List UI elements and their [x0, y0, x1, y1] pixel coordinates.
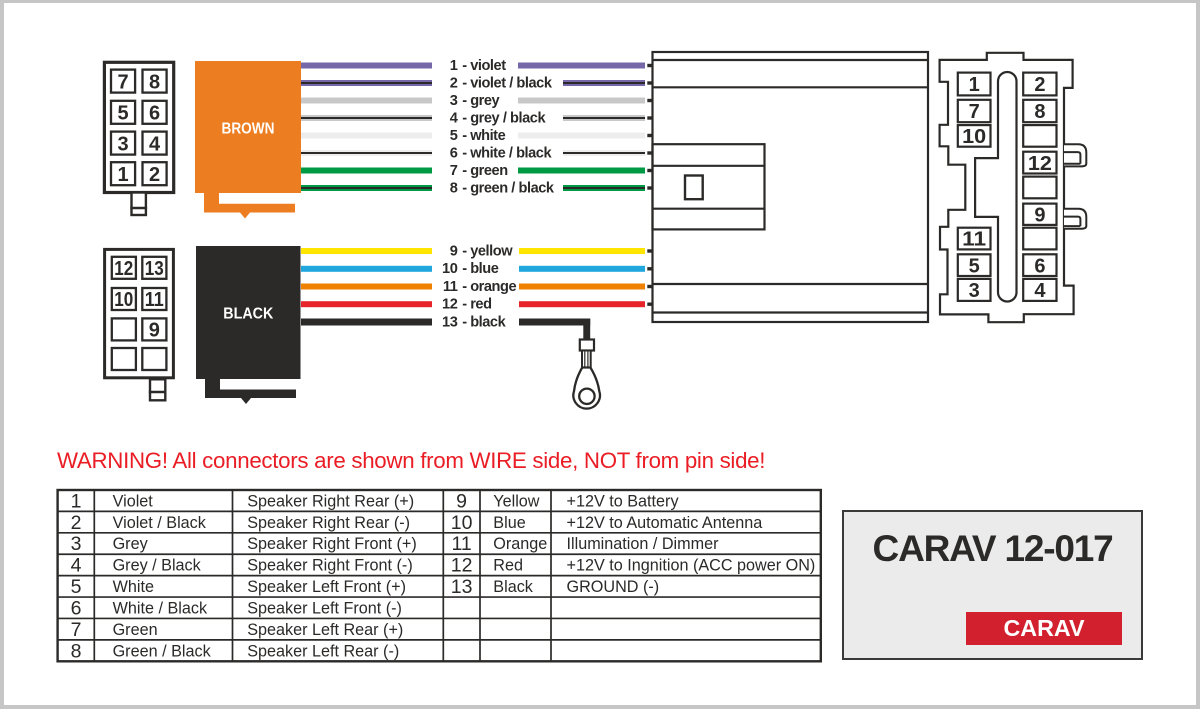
- svg-text:8: 8: [149, 71, 160, 93]
- svg-text:1: 1: [117, 164, 128, 186]
- svg-text:- violet / black: - violet / black: [462, 75, 553, 91]
- svg-text:Orange: Orange: [493, 535, 547, 553]
- svg-text:Speaker Right Rear (-): Speaker Right Rear (-): [247, 514, 410, 532]
- svg-text:Grey: Grey: [113, 535, 149, 553]
- svg-text:1: 1: [969, 74, 980, 96]
- svg-text:11: 11: [443, 279, 458, 295]
- svg-text:2: 2: [450, 75, 458, 91]
- svg-text:- white / black: - white / black: [462, 145, 552, 161]
- svg-text:Blue: Blue: [493, 514, 525, 532]
- svg-text:3: 3: [450, 93, 458, 109]
- svg-text:3: 3: [117, 133, 128, 155]
- svg-text:- green / black: - green / black: [462, 180, 555, 196]
- svg-text:Speaker Left Front (-): Speaker Left Front (-): [247, 599, 402, 617]
- svg-text:Red: Red: [493, 557, 523, 575]
- svg-text:9: 9: [149, 320, 160, 342]
- svg-text:8: 8: [1034, 101, 1045, 123]
- svg-text:4: 4: [1034, 280, 1046, 302]
- svg-text:Speaker Right Front (-): Speaker Right Front (-): [247, 557, 413, 575]
- svg-text:+12V to Ingnition (ACC power O: +12V to Ingnition (ACC power ON): [567, 557, 816, 575]
- svg-text:1: 1: [71, 490, 82, 512]
- svg-text:Grey / Black: Grey / Black: [113, 557, 202, 575]
- svg-text:Speaker Right Rear (+): Speaker Right Rear (+): [247, 492, 414, 510]
- svg-text:3: 3: [969, 280, 980, 302]
- svg-text:12: 12: [451, 555, 473, 577]
- svg-text:7: 7: [969, 101, 980, 123]
- svg-text:Illumination / Dimmer: Illumination / Dimmer: [567, 535, 720, 553]
- svg-text:7: 7: [71, 619, 82, 641]
- svg-text:10: 10: [114, 289, 133, 311]
- svg-text:12: 12: [114, 258, 133, 280]
- svg-text:BROWN: BROWN: [222, 120, 275, 137]
- svg-text:6: 6: [71, 597, 82, 619]
- svg-text:10: 10: [442, 261, 458, 277]
- svg-text:- yellow: - yellow: [462, 243, 513, 259]
- svg-text:11: 11: [451, 533, 471, 555]
- svg-text:Speaker Left Rear (+): Speaker Left Rear (+): [247, 621, 403, 639]
- svg-text:9: 9: [1034, 204, 1045, 226]
- svg-text:2: 2: [71, 512, 82, 534]
- svg-text:4: 4: [71, 555, 82, 577]
- svg-text:12: 12: [1028, 153, 1052, 175]
- svg-text:6: 6: [450, 145, 458, 161]
- svg-text:- blue: - blue: [462, 261, 499, 277]
- svg-text:Black: Black: [493, 578, 533, 596]
- svg-text:7: 7: [450, 163, 458, 179]
- svg-text:13: 13: [451, 576, 473, 598]
- svg-text:13: 13: [145, 258, 164, 280]
- svg-text:6: 6: [1034, 255, 1045, 277]
- svg-text:GROUND (-): GROUND (-): [567, 578, 660, 596]
- svg-text:8: 8: [71, 640, 82, 662]
- svg-text:2: 2: [1034, 74, 1045, 96]
- svg-text:5: 5: [117, 103, 128, 125]
- svg-text:- red: - red: [462, 297, 491, 313]
- svg-text:- grey: - grey: [462, 93, 500, 109]
- svg-text:+12V to Battery: +12V to Battery: [567, 492, 680, 510]
- svg-text:+12V to Automatic Antenna: +12V to Automatic Antenna: [567, 514, 763, 532]
- svg-text:11: 11: [145, 289, 164, 311]
- svg-text:- white: - white: [462, 128, 505, 144]
- svg-text:8: 8: [450, 180, 458, 196]
- svg-text:7: 7: [117, 71, 128, 93]
- svg-text:3: 3: [71, 533, 82, 555]
- svg-text:4: 4: [450, 110, 459, 126]
- svg-text:Speaker Right Front (+): Speaker Right Front (+): [247, 535, 417, 553]
- svg-text:1: 1: [450, 58, 458, 74]
- svg-text:Yellow: Yellow: [493, 492, 540, 510]
- svg-text:Violet: Violet: [113, 492, 154, 510]
- svg-text:9: 9: [450, 243, 458, 259]
- svg-text:6: 6: [149, 103, 160, 125]
- svg-text:Speaker Left Rear (-): Speaker Left Rear (-): [247, 642, 399, 660]
- svg-text:BLACK: BLACK: [223, 305, 274, 322]
- svg-text:- orange: - orange: [462, 279, 516, 295]
- svg-text:10: 10: [962, 126, 986, 148]
- svg-text:White: White: [113, 578, 154, 596]
- svg-text:- black: - black: [462, 314, 506, 330]
- svg-text:- violet: - violet: [462, 58, 506, 74]
- svg-text:10: 10: [451, 512, 473, 534]
- svg-text:Speaker Left Front (+): Speaker Left Front (+): [247, 578, 406, 596]
- svg-text:11: 11: [962, 229, 986, 251]
- svg-text:5: 5: [969, 255, 980, 277]
- svg-text:Violet / Black: Violet / Black: [113, 514, 207, 532]
- svg-text:9: 9: [456, 490, 467, 512]
- svg-text:- green: - green: [462, 163, 508, 179]
- svg-text:- grey / black: - grey / black: [462, 110, 546, 126]
- svg-text:Green: Green: [113, 621, 158, 639]
- svg-text:White / Black: White / Black: [113, 599, 208, 617]
- svg-text:2: 2: [149, 164, 160, 186]
- svg-text:5: 5: [450, 128, 458, 144]
- svg-text:12: 12: [442, 297, 458, 313]
- svg-text:13: 13: [442, 314, 458, 330]
- svg-text:4: 4: [149, 133, 161, 155]
- svg-text:5: 5: [71, 576, 82, 598]
- svg-text:Green / Black: Green / Black: [113, 642, 212, 660]
